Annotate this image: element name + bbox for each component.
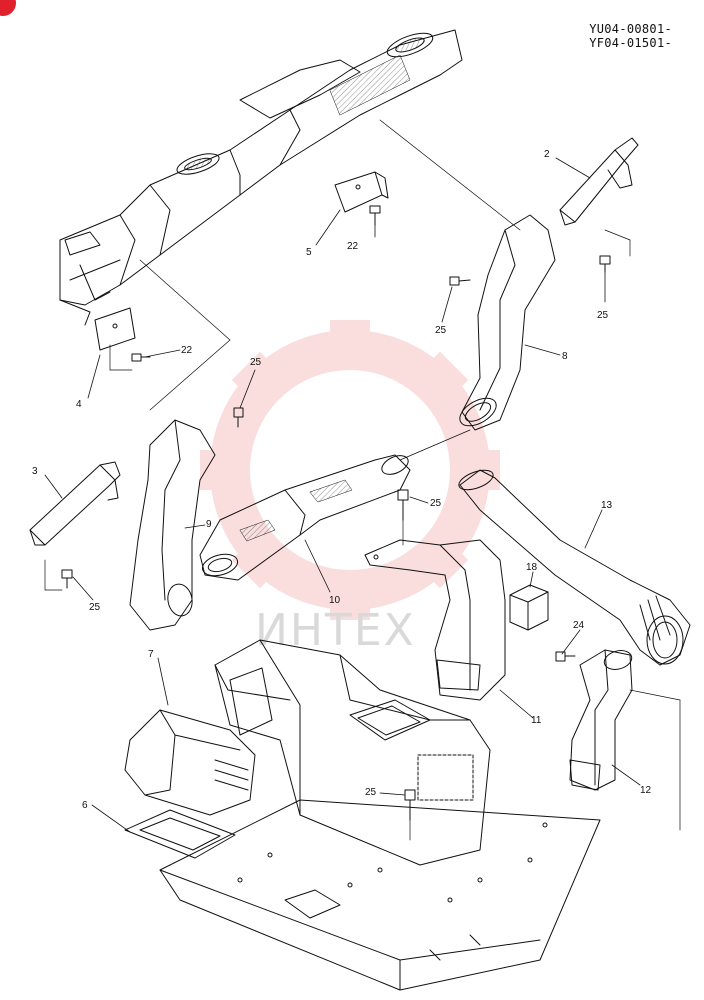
callout-25-mid-left: 25 [435,325,447,336]
callout-11: 11 [531,715,542,726]
base-plate [159,799,601,991]
part-4-bracket [94,307,136,351]
part-24-bolt [555,651,576,662]
part-25-bolt-right [599,255,611,273]
watermark-text: ИНТЕХ [255,605,416,656]
callout-24: 24 [573,620,585,631]
serial-range-2: YF04-01501- [589,36,672,50]
callout-25-lower: 25 [365,787,377,798]
top-duct-assembly [59,29,463,326]
callout-25-right: 25 [597,310,609,321]
callout-7: 7 [148,649,154,660]
part-22-bolt-lower [131,353,151,362]
callout-18: 18 [526,562,538,573]
corner-badge [0,0,16,16]
callout-6: 6 [82,800,88,811]
part-7-duct-block [124,709,256,816]
callout-10: 10 [329,595,341,606]
part-11-duct [364,539,506,701]
callout-25-bottom-left: 25 [89,602,101,613]
callout-9: 9 [206,519,212,530]
part-8-duct [459,214,556,431]
part-5-bracket [334,171,389,213]
callout-25-upper-mid: 25 [250,357,262,368]
part-9-duct [129,419,216,631]
part-13-hose [458,469,691,666]
callout-2: 2 [544,149,550,160]
part-3-bracket [29,461,121,546]
part-18-block [509,584,549,631]
part-25-bolt-lower [404,789,416,821]
part-12-duct [569,649,633,791]
callout-25-center: 25 [430,498,442,509]
part-25-bolt-bottom-left [61,569,73,589]
part-6-gasket [124,809,236,859]
part-25-bolt-mid-left [449,276,471,286]
assembly-lines [44,119,681,841]
part-25-bolt-upper-mid [233,407,244,428]
part-10-duct [199,454,411,581]
callout-labels: 2 3 4 5 6 7 8 9 10 11 12 13 18 22 22 24 … [32,149,652,811]
part-22-bolt-upper [369,205,381,226]
part-2-bracket [559,137,639,226]
callout-8: 8 [562,351,568,362]
callout-3: 3 [32,466,38,477]
callout-13: 13 [601,500,613,511]
callout-22-left: 22 [181,345,193,356]
leader-lines [44,157,641,833]
callout-4: 4 [76,399,82,410]
callout-22-upper: 22 [347,241,359,252]
heater-unit [214,639,491,866]
callout-12: 12 [640,785,652,796]
serial-range-1: YU04-00801- [589,22,672,36]
callout-5: 5 [306,247,312,258]
part-25-bolt-center [397,489,409,521]
